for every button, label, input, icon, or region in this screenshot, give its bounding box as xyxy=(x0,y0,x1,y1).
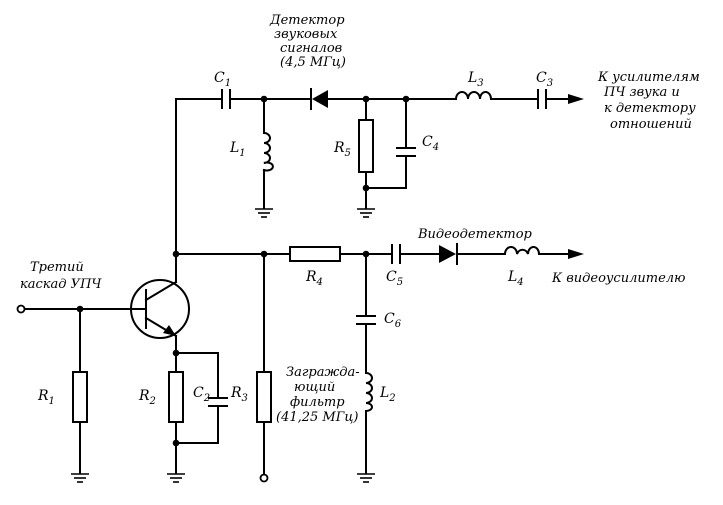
capacitor-c6 xyxy=(356,315,376,325)
label-r5: R5 xyxy=(333,140,351,159)
label-c5: C5 xyxy=(386,269,403,288)
svg-text:каскад УПЧ: каскад УПЧ xyxy=(20,277,102,292)
sound-output-note: К усилителям ПЧ звука и к детектору отно… xyxy=(597,70,700,132)
svg-text:звуковых: звуковых xyxy=(274,27,338,42)
svg-text:сигналов: сигналов xyxy=(280,41,342,56)
label-c4: C4 xyxy=(422,134,439,153)
inductor-l3 xyxy=(454,91,493,101)
svg-text:(41,25 МГц): (41,25 МГц) xyxy=(276,410,358,425)
video-output-arrow-icon xyxy=(568,249,584,259)
video-detector-note: Видеодетектор xyxy=(417,227,533,242)
r3-bottom-terminal xyxy=(259,473,269,483)
label-l3: L3 xyxy=(467,70,484,89)
svg-text:(4,5 МГц): (4,5 МГц) xyxy=(280,55,346,70)
label-r3: R3 xyxy=(230,385,248,404)
ground-r1-icon xyxy=(71,473,89,483)
svg-text:отношений: отношений xyxy=(610,117,692,132)
capacitor-c1 xyxy=(221,89,231,109)
label-c6: C6 xyxy=(384,311,402,330)
label-l2: L2 xyxy=(379,385,396,404)
input-note: Третий каскад УПЧ xyxy=(20,260,102,292)
video-detector-diode xyxy=(439,243,461,265)
inductor-l4 xyxy=(503,246,541,256)
capacitor-c2 xyxy=(208,397,228,407)
video-output-note: К видеоусилителю xyxy=(551,271,685,286)
svg-text:фильтр: фильтр xyxy=(290,395,345,410)
ground-r2-icon xyxy=(167,473,185,483)
svg-text:Загражда-: Загражда- xyxy=(286,365,360,380)
input-terminal xyxy=(16,304,26,314)
resistor-r3 xyxy=(256,371,272,423)
svg-text:к детектору: к детектору xyxy=(604,101,696,116)
resistor-r4 xyxy=(289,246,341,262)
ground-r5-icon xyxy=(357,208,375,218)
label-l1: L1 xyxy=(229,140,246,159)
resistor-r1 xyxy=(72,371,88,423)
trap-filter-note: Загражда- ющий фильтр (41,25 МГц) xyxy=(276,365,360,425)
capacitor-c3 xyxy=(537,89,547,109)
label-c2: C2 xyxy=(193,385,210,404)
ground-l1-icon xyxy=(255,208,273,218)
transistor-symbol xyxy=(130,279,190,339)
label-r4: R4 xyxy=(305,269,323,288)
capacitor-c4 xyxy=(396,147,416,157)
label-r2: R2 xyxy=(138,388,156,407)
svg-text:Детектор: Детектор xyxy=(269,13,345,28)
inductor-l2 xyxy=(364,371,373,413)
label-l4: L4 xyxy=(507,269,524,288)
svg-text:ющий: ющий xyxy=(294,380,335,395)
svg-text:Третий: Третий xyxy=(30,260,84,275)
sound-output-arrow-icon xyxy=(568,94,584,104)
resistor-r5 xyxy=(358,119,374,173)
label-r1: R1 xyxy=(37,388,55,407)
junction-dots xyxy=(76,95,410,447)
resistor-r2 xyxy=(168,371,184,423)
label-c1: C1 xyxy=(214,70,231,89)
capacitor-c5 xyxy=(391,244,401,264)
inductor-l1 xyxy=(262,131,274,172)
label-c3: C3 xyxy=(536,70,553,89)
svg-text:К усилителям: К усилителям xyxy=(597,70,700,85)
sound-detector-diode xyxy=(304,88,328,110)
svg-text:ПЧ звука и: ПЧ звука и xyxy=(603,85,680,100)
sound-detector-note: Детектор звуковых сигналов (4,5 МГц) xyxy=(269,13,346,70)
ground-l2-icon xyxy=(357,473,375,483)
